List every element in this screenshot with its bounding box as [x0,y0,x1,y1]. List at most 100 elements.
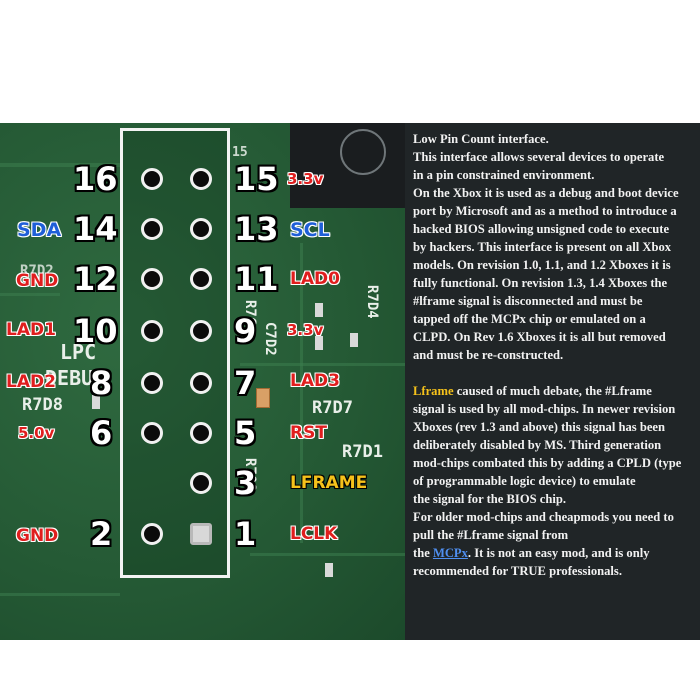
pcb-trace [0,163,120,167]
panel-text: caused of much debate, the #Lframe [453,384,652,398]
signal-label-lframe: LFRAME [290,473,368,493]
pin-2 [141,523,163,545]
signal-label-scl: SCL [290,219,330,241]
mcpx-link[interactable]: MCPx [432,546,468,560]
panel-line: Xboxes (rev 1.3 and above) this signal h… [413,420,666,434]
panel-line: recommended for TRUE professionals. [413,564,622,578]
solder-pad [325,563,333,577]
chip-package [290,123,405,208]
pin-number-3: 3 [234,464,257,502]
panel-line: models. On revision 1.0, 1.1, and 1.2 Xb… [413,258,671,272]
panel-line: tapped off the MCPx chip or emulated on … [413,312,646,326]
pin-16 [141,168,163,190]
pin-number-2: 2 [90,515,113,553]
solder-pad [350,333,358,347]
pin-3 [190,472,212,494]
panel-text: . It is not an easy mod, and is only [467,546,650,560]
pcb-trace [250,553,405,556]
pin-10 [141,320,163,342]
silk-r7d8: R7D8 [22,395,63,415]
silk-c7d2: C7D2 [262,322,278,356]
panel-title: Low Pin Count interface. [413,132,549,146]
panel-line: of programmable logic device) to emulate [413,474,636,488]
panel-line: Lframe caused of much debate, the #Lfram… [413,382,694,400]
pin-number-16: 16 [73,160,118,198]
chip-marking [340,129,386,175]
pin-11 [190,268,212,290]
signal-label-lad3: LAD3 [290,371,340,391]
panel-line: For older mod-chips and cheapmods you ne… [413,510,674,524]
panel-line: CLPD. On Rev 1.6 Xboxes it is all but re… [413,330,666,344]
pcb-trace [0,593,120,596]
pin-14 [141,218,163,240]
pin-number-12: 12 [73,260,118,298]
pcb-trace [300,243,303,543]
pin-number-7: 7 [234,364,257,402]
signal-label-5v: 5.0v [18,424,55,442]
panel-line: the MCPx. It is not an easy mod, and is … [413,544,694,562]
solder-pad [315,336,323,350]
pin-number-8: 8 [90,364,113,402]
pin-number-10: 10 [73,312,118,350]
pin-number-14: 14 [73,210,118,248]
silk-r7d4: R7D4 [364,285,380,319]
signal-label-lad0: LAD0 [290,269,340,289]
panel-line: in a pin constrained environment. [413,168,595,182]
panel-line: hacked BIOS allowing unsigned code to ex… [413,222,670,236]
signal-label-gnd-2: GND [16,526,59,546]
silk-r7d2: R7D2 [20,263,54,279]
description-panel: Low Pin Count interface. This interface … [405,123,700,640]
pin-13 [190,218,212,240]
pin-number-5: 5 [234,414,257,452]
signal-label-sda: SDA [17,219,62,241]
pin-number-1: 1 [234,515,257,553]
panel-line: by hackers. This interface is present on… [413,240,672,254]
silk-debug: DEBUG [45,366,106,390]
panel-text: the [413,546,433,560]
panel-line: deliberately disabled by MS. Third gener… [413,438,662,452]
capacitor [256,388,270,408]
signal-label-lad2: LAD2 [6,372,56,392]
paragraph-gap [413,364,694,382]
panel-line: On the Xbox it is used as a debug and bo… [413,186,679,200]
panel-line: port by Microsoft and as a method to int… [413,204,677,218]
pin-6 [141,422,163,444]
silk-15: 15 [232,145,248,160]
pin-number-13: 13 [234,210,279,248]
pcb-trace [240,363,405,366]
pin-number-15: 15 [234,160,279,198]
pin-12 [141,268,163,290]
pin-5 [190,422,212,444]
pin-1 [190,523,212,545]
signal-label-lclk: LCLK [290,524,338,544]
pin-number-6: 6 [90,414,113,452]
silk-lpc: LPC [60,340,97,364]
pin-9 [190,320,212,342]
panel-line: This interface allows several devices to… [413,150,665,164]
lpc-header [120,128,230,578]
pin-15 [190,168,212,190]
silk-r7d7: R7D7 [312,398,353,418]
panel-line: and must be re-constructed. [413,348,564,362]
silk-r7d1: R7D1 [342,442,383,462]
solder-pad [315,303,323,317]
signal-label-3v3-9: 3.3v [287,321,324,339]
lframe-highlight: Lframe [413,384,454,398]
panel-line: #lframe signal is disconnected and must … [413,294,643,308]
signal-label-gnd-12: GND [16,271,59,291]
panel-line: the signal for the BIOS chip. [413,492,567,506]
pin-number-11: 11 [234,260,279,298]
signal-label-rst: RST [290,423,327,443]
panel-line: mod-chips combated this by adding a CPLD… [413,456,682,470]
panel-line: fully functional. On revision 1.3, 1.4 X… [413,276,668,290]
pcb-trace [0,293,60,296]
signal-label-3v3-15: 3.3v [287,170,324,188]
pin-number-9: 9 [234,312,257,350]
panel-line: pull the #Lframe signal from [413,528,569,542]
panel-line: signal is used by all mod-chips. In newe… [413,402,676,416]
solder-pad [92,395,100,409]
signal-label-lad1: LAD1 [6,320,56,340]
pin-7 [190,372,212,394]
pcb-photo [0,123,405,640]
